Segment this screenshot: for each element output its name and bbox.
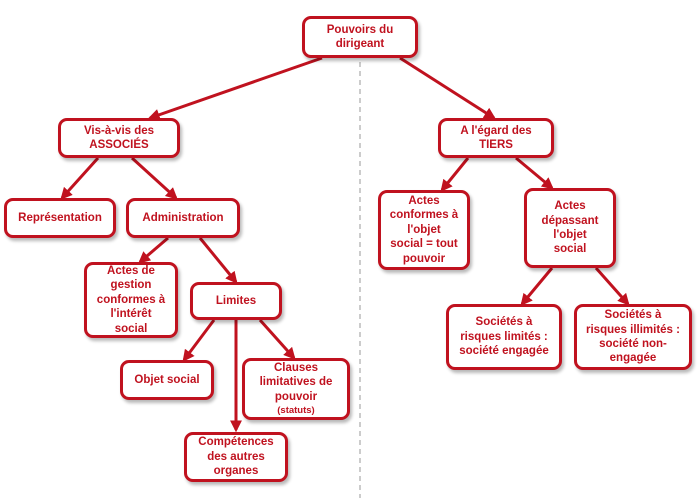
node-root-label: Pouvoirs du dirigeant xyxy=(326,23,394,50)
node-risques-illimites: Sociétés à risques illimités : société n… xyxy=(574,304,692,370)
edge-root-tiers xyxy=(399,56,497,120)
node-objet-social-label: Objet social xyxy=(134,373,200,386)
node-competences-label: Compétences des autres organes xyxy=(198,436,274,478)
edge-limites-clauses xyxy=(258,318,296,360)
node-actes-depassant-label: Actes dépassant l'objet social xyxy=(541,200,599,256)
edge-associes-administration xyxy=(130,156,178,200)
edge-depassant-risques-limites xyxy=(520,267,554,306)
node-administration: Administration xyxy=(126,198,240,238)
node-actes-depassant: Actes dépassant l'objet social xyxy=(524,188,616,268)
node-associes-label: Vis-à-vis des ASSOCIÉS xyxy=(83,124,155,151)
node-risques-limites: Sociétés à risques limités : société eng… xyxy=(446,304,562,370)
edge-depassant-risques-illimites xyxy=(594,267,630,306)
node-objet-social: Objet social xyxy=(120,360,214,400)
edge-tiers-actes-conformes xyxy=(440,157,470,192)
node-clauses-text: Clauses limitatives de pouvoir xyxy=(259,362,333,403)
node-tiers-label: A l'égard des TIERS xyxy=(460,124,532,151)
node-clauses: Clauses limitatives de pouvoir (statuts) xyxy=(242,358,350,420)
edge-limites-objet-social xyxy=(182,319,216,362)
node-limites: Limites xyxy=(190,282,282,320)
edge-administration-limites xyxy=(198,237,238,284)
node-clauses-sub: (statuts) xyxy=(277,405,315,417)
node-representation: Représentation xyxy=(4,198,116,238)
edge-root-associes xyxy=(147,56,323,121)
node-clauses-label: Clauses limitatives de pouvoir (statuts) xyxy=(260,347,333,432)
node-root: Pouvoirs du dirigeant xyxy=(302,16,418,58)
node-risques-limites-label: Sociétés à risques limités : société eng… xyxy=(459,316,549,358)
node-associes: Vis-à-vis des ASSOCIÉS xyxy=(58,118,180,158)
node-representation-label: Représentation xyxy=(18,211,102,224)
node-limites-label: Limites xyxy=(215,294,257,307)
edge-administration-actes-gestion xyxy=(138,236,169,264)
node-actes-conformes: Actes conformes à l'objet social = tout … xyxy=(378,190,470,270)
edge-associes-representation xyxy=(60,156,100,200)
node-actes-conformes-label: Actes conformes à l'objet social = tout … xyxy=(389,195,459,265)
node-administration-label: Administration xyxy=(142,211,224,224)
node-actes-gestion: Actes de gestion conformes à l'intérêt s… xyxy=(84,262,178,338)
node-risques-illimites-label: Sociétés à risques illimités : société n… xyxy=(586,309,680,365)
edge-tiers-actes-depassant xyxy=(515,156,554,190)
node-tiers: A l'égard des TIERS xyxy=(438,118,554,158)
node-competences: Compétences des autres organes xyxy=(184,432,288,482)
node-actes-gestion-label: Actes de gestion conformes à l'intérêt s… xyxy=(96,265,166,335)
